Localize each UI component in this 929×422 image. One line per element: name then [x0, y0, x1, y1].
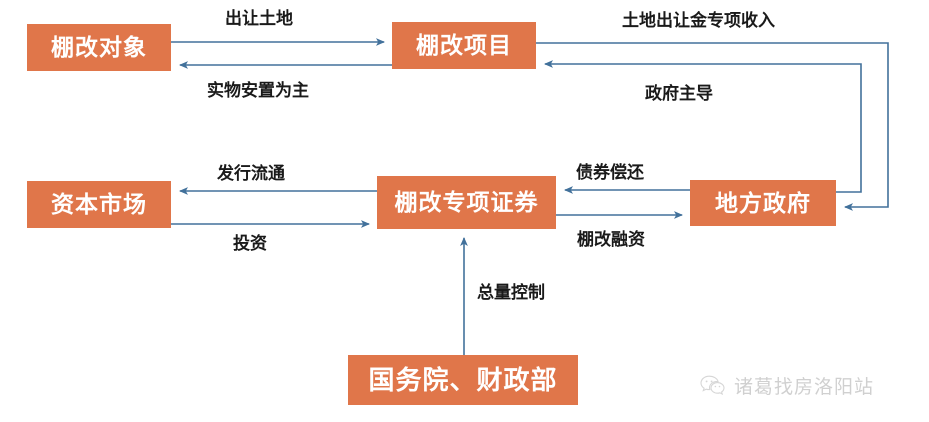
- edge-label-tou-zi: 投资: [233, 234, 267, 253]
- node-shed-target[interactable]: 棚改对象: [27, 24, 171, 71]
- node-shed-project[interactable]: 棚改项目: [392, 22, 536, 69]
- edge-label-fa-xing-liu-tong: 发行流通: [217, 164, 285, 183]
- edge-label-zong-liang-kong-zhi: 总量控制: [477, 283, 545, 302]
- node-local-gov[interactable]: 地方政府: [690, 180, 836, 226]
- edge-label-zheng-fu-zhu-dao: 政府主导: [645, 84, 713, 103]
- edge-label-shi-wu-an-zhi: 实物安置为主: [207, 81, 309, 100]
- edge-label-chu-rang-tu-di: 出让土地: [225, 9, 293, 28]
- node-capital-market[interactable]: 资本市场: [27, 181, 171, 228]
- wechat-icon: [700, 375, 725, 395]
- watermark: 诸葛找房洛阳站: [700, 372, 874, 399]
- edge-label-tu-di-chu-rang-jin: 土地出让金专项收入: [622, 11, 775, 30]
- node-shed-bond[interactable]: 棚改专项证券: [377, 176, 556, 229]
- watermark-text: 诸葛找房洛阳站: [734, 377, 875, 398]
- edge-label-peng-gai-rong-zi: 棚改融资: [577, 230, 645, 249]
- node-state-council[interactable]: 国务院、财政部: [348, 355, 578, 405]
- edge-label-zhai-quan-chang-huan: 债券偿还: [576, 163, 644, 182]
